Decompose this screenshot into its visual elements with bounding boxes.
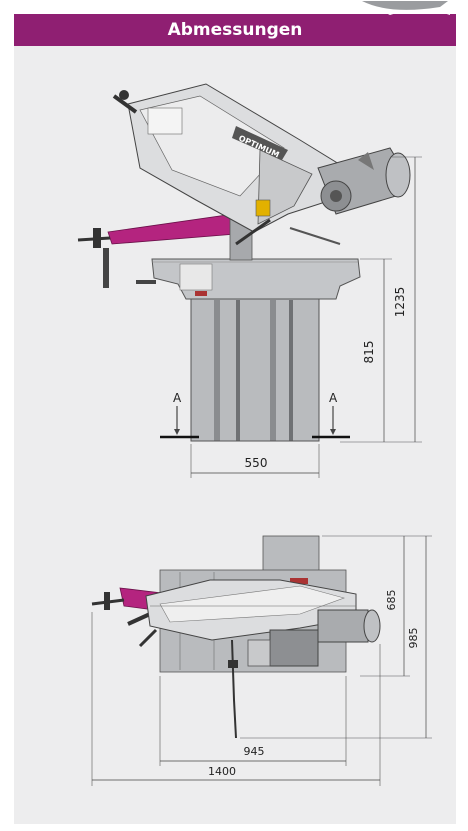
dim-width-partial: 945 <box>159 676 347 766</box>
svg-text:945: 945 <box>244 745 265 758</box>
front-view: OPTIMUM A A 1 <box>77 83 422 478</box>
svg-text:685: 685 <box>385 590 398 611</box>
svg-text:815: 815 <box>362 341 376 364</box>
top-view: 685 985 945 1400 <box>91 535 432 786</box>
svg-text:A: A <box>173 391 182 405</box>
coolant-pipe <box>228 639 238 739</box>
svg-text:985: 985 <box>407 628 420 649</box>
section-mark-right: A <box>312 391 350 439</box>
motor-top <box>247 609 381 667</box>
dim-height-table: 815 <box>360 258 392 442</box>
dim-depth-partial: 685 <box>322 535 410 677</box>
dim-width-total: 1400 <box>91 612 381 786</box>
svg-text:1235: 1235 <box>393 287 407 318</box>
machine-stand <box>190 298 320 442</box>
section-mark-left: A <box>160 391 199 439</box>
svg-text:1400: 1400 <box>208 765 236 778</box>
motor <box>317 147 411 215</box>
page-title: Abmessungen <box>14 14 456 46</box>
saw-head: OPTIMUM <box>112 83 353 246</box>
svg-text:550: 550 <box>245 456 268 470</box>
dim-depth-total: 985 <box>240 535 432 739</box>
svg-text:A: A <box>329 391 338 405</box>
dim-base-width: 550 <box>190 444 320 478</box>
dim-height-total: 1235 <box>340 156 422 443</box>
corner-decoration <box>360 0 450 15</box>
machine-table <box>151 258 361 300</box>
